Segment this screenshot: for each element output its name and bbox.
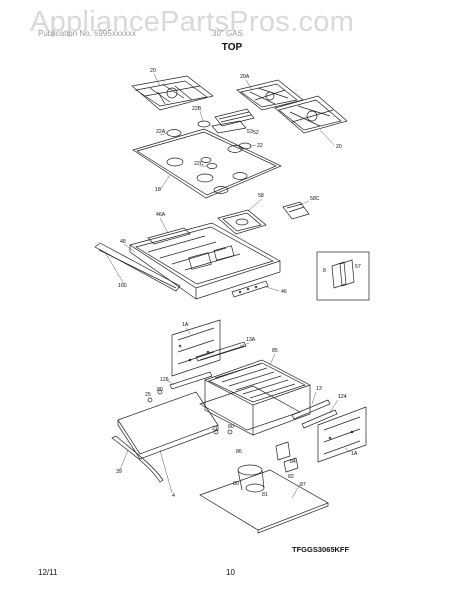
slide-rail-13 — [291, 399, 331, 420]
burner-strip-53 — [214, 108, 255, 127]
burner-grate-right — [274, 95, 348, 134]
callout-46a: 46A — [156, 212, 166, 218]
callout-82: 82 — [288, 474, 294, 480]
callout-57: 57 — [355, 264, 361, 270]
screw-25 — [147, 397, 153, 403]
bracket-84 — [275, 441, 291, 461]
heater-element — [237, 464, 265, 493]
callout-52: 52 — [253, 130, 259, 136]
screw-80-a — [157, 389, 163, 395]
callout-22: 22 — [257, 143, 263, 149]
burner-box-58 — [217, 209, 267, 235]
part-58c — [282, 201, 310, 220]
burner-cap-22b — [197, 120, 211, 128]
footer-page-number: 10 — [226, 568, 235, 577]
callout-25: 25 — [145, 392, 151, 398]
callout-160: 160 — [118, 283, 127, 289]
burner-box-chassis — [129, 222, 281, 300]
slide-rail-126 — [169, 371, 213, 390]
callout-48: 48 — [120, 239, 126, 245]
burner-cap-22c — [206, 163, 218, 169]
detail-inset-box — [316, 251, 370, 301]
leader-lines — [105, 73, 351, 499]
burner-cap-22a — [166, 129, 182, 137]
callout-80-a: 80 — [157, 387, 163, 393]
screw-80-b — [227, 429, 233, 435]
bracket-82 — [283, 457, 299, 473]
model-reference: 30" GAS — [212, 29, 243, 38]
shield-46a — [147, 227, 191, 245]
side-panel-right-1a — [317, 406, 367, 463]
callout-13a: 13A — [246, 337, 256, 343]
callout-80-b: 80 — [228, 424, 234, 430]
callout-21: 21 — [212, 426, 218, 432]
drawer-base-plate — [199, 469, 329, 534]
side-panel-left-1a — [171, 319, 221, 377]
publication-line: Publication No. 5995xxxxxx — [38, 29, 136, 38]
screw-21 — [213, 429, 219, 435]
footer-date: 12/11 — [38, 568, 58, 577]
burner-cap-22 — [238, 142, 252, 150]
callout-80-c: 80 — [233, 481, 239, 487]
callout-1a-right: 1A — [351, 451, 358, 457]
callout-86: 86 — [236, 449, 242, 455]
callout-20b: 20A — [240, 74, 250, 80]
callout-39: 39 — [116, 469, 122, 475]
burner-grate-left — [131, 75, 214, 111]
callout-1a-left: 1A — [182, 322, 189, 328]
drawer-pan-with-rack — [204, 359, 311, 436]
slide-rail-124 — [301, 409, 338, 429]
callout-labels: 20 20A 20 22B 53 52 22A 22 22C 18 58 58C… — [116, 68, 361, 499]
callout-58c: 58C — [310, 196, 320, 202]
callout-18: 18 — [155, 187, 161, 193]
cooktop-main-top — [132, 128, 282, 199]
callout-87: 87 — [300, 482, 306, 488]
callout-8: 8 — [323, 268, 326, 274]
callout-13: 13 — [316, 386, 322, 392]
callout-22c: 22C — [194, 161, 204, 167]
rail-48 — [94, 242, 181, 292]
callout-46: 46 — [281, 289, 287, 295]
callout-22b: 22B — [192, 106, 202, 112]
drawer-handle — [111, 435, 164, 483]
drawing-code: TFGGS3065KFF — [292, 545, 350, 554]
burner-52 — [211, 120, 247, 134]
drawer-front-panel — [117, 391, 219, 460]
callout-124: 124 — [338, 394, 347, 400]
callout-20c: 20 — [336, 144, 342, 150]
callout-85: 85 — [272, 348, 278, 354]
callout-126: 126 — [160, 377, 169, 383]
callout-20a: 20 — [150, 68, 156, 74]
callout-22a: 22A — [156, 129, 166, 135]
callout-53: 53 — [247, 129, 253, 135]
section-title: TOP — [221, 42, 243, 53]
callout-58: 58 — [258, 193, 264, 199]
front-trim-46 — [231, 280, 269, 298]
site-watermark: AppliancePartsPros.com — [30, 6, 355, 38]
callout-81: 81 — [262, 492, 268, 498]
callout-84: 84 — [290, 459, 296, 465]
slide-rail-13a — [195, 341, 247, 362]
burner-grate-center — [236, 79, 304, 111]
callout-4: 4 — [172, 493, 175, 499]
